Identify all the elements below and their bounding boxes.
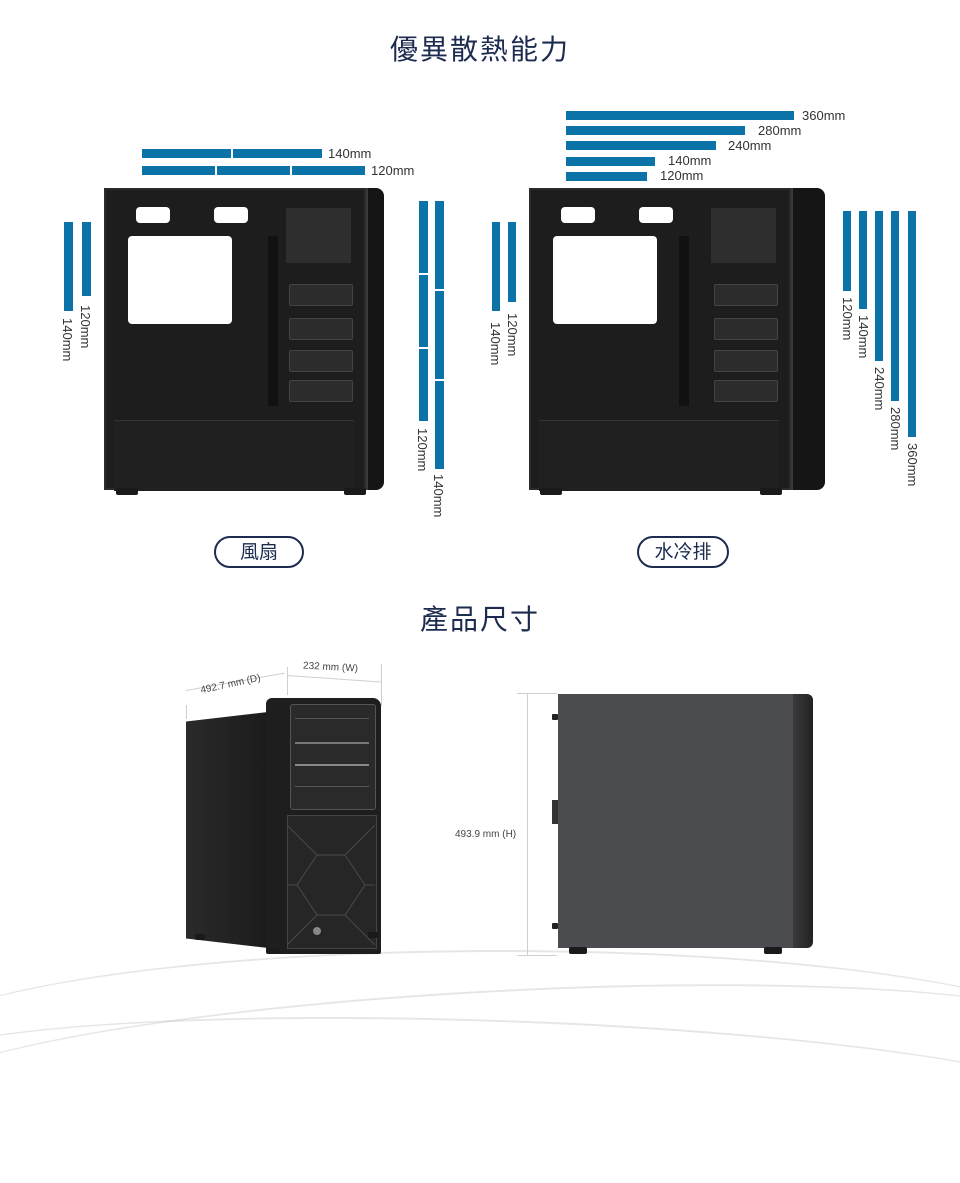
front-rad-240-bar [875, 211, 883, 361]
top-rad-140-label: 140mm [668, 153, 712, 168]
front-fan-140-seg [435, 291, 444, 379]
front-rad-280-label: 280mm [888, 407, 903, 451]
width-dimension-label: 232 mm (W) [302, 660, 359, 675]
front-fan-120-label: 120mm [415, 428, 430, 472]
top-rad-140-bar [566, 157, 655, 166]
front-rad-360-bar [908, 211, 916, 437]
front-fan-120-seg [419, 201, 428, 273]
front-rad-140-label: 140mm [856, 315, 871, 359]
top-fan-140-seg [142, 149, 231, 158]
front-rad-120-label: 120mm [840, 297, 855, 341]
height-dimension-label: 493.9 mm (H) [455, 829, 517, 840]
top-rad-120-bar [566, 172, 647, 181]
top-rad-120-label: 120mm [660, 168, 704, 183]
front-rad-120-bar [843, 211, 851, 291]
top-fan-120-label: 120mm [371, 163, 415, 178]
radiator-tab-button[interactable]: 水冷排 [637, 536, 729, 568]
rear-fan-140-bar [64, 222, 73, 311]
front-rad-280-bar [891, 211, 899, 401]
front-fan-120-seg [419, 349, 428, 421]
front-rad-140-bar [859, 211, 867, 309]
case-front-panel [366, 188, 384, 490]
top-rad-240-label: 240mm [728, 138, 772, 153]
rear-rad-140-bar [492, 222, 500, 311]
rear-rad-120-bar [508, 222, 516, 302]
case-foot [116, 488, 138, 495]
case-foot [344, 488, 366, 495]
top-fan-140-label: 140mm [328, 146, 372, 161]
front-rad-360-label: 360mm [905, 443, 920, 487]
top-fan-120-seg [142, 166, 215, 175]
dimensions-section-title: 產品尺寸 [419, 603, 540, 636]
fan-tab-button[interactable]: 風扇 [214, 536, 304, 568]
depth-dimension-label: 492.7 mm (D) [199, 672, 262, 697]
case-interior-image [529, 188, 791, 491]
cooling-section-title: 優異散熱能力 [389, 33, 570, 66]
front-fan-140-seg [435, 201, 444, 289]
top-rad-360-bar [566, 111, 794, 120]
rear-rad-140-label: 140mm [488, 322, 503, 366]
front-fan-140-seg [435, 381, 444, 469]
rear-rad-120-label: 120mm [505, 313, 520, 357]
top-rad-280-label: 280mm [758, 123, 802, 138]
top-rad-360-label: 360mm [802, 108, 846, 123]
case-front-panel [791, 188, 825, 490]
case-interior-image [104, 188, 366, 491]
top-fan-120-seg [292, 166, 365, 175]
top-fan-120-seg [217, 166, 290, 175]
top-rad-280-bar [566, 126, 745, 135]
top-rad-240-bar [566, 141, 716, 150]
rear-fan-140-label: 140mm [60, 318, 75, 362]
case-foot [760, 488, 782, 495]
front-rad-240-label: 240mm [872, 367, 887, 411]
case-foot [540, 488, 562, 495]
rear-fan-120-bar [82, 222, 91, 296]
top-fan-140-seg [233, 149, 322, 158]
front-fan-120-seg [419, 275, 428, 347]
front-fan-140-label: 140mm [431, 474, 446, 518]
rear-fan-120-label: 120mm [78, 305, 93, 349]
mesh-hex-pattern [287, 824, 375, 946]
